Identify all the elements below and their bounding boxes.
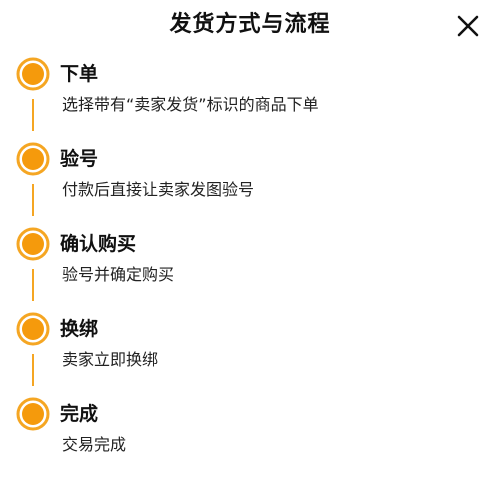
step-dot-icon [16, 312, 50, 346]
step-order: 下单 选择带有“卖家发货”标识的商品下单 [0, 57, 500, 141]
step-complete: 完成 交易完成 [0, 397, 500, 481]
step-connector [32, 354, 34, 386]
step-description: 付款后直接让卖家发图验号 [62, 180, 255, 199]
step-title: 确认购买 [60, 233, 137, 255]
step-connector [32, 269, 34, 301]
step-connector [32, 99, 34, 131]
step-confirm-purchase: 确认购买 验号并确定购买 [0, 227, 500, 311]
step-description: 验号并确定购买 [62, 265, 175, 284]
step-title: 下单 [60, 63, 99, 85]
step-description: 选择带有“卖家发货”标识的商品下单 [62, 95, 319, 114]
step-dot-icon [16, 397, 50, 431]
step-title: 完成 [60, 403, 99, 425]
step-description: 卖家立即换绑 [62, 350, 159, 369]
step-dot-icon [16, 227, 50, 261]
sheet-title: 发货方式与流程 [169, 12, 331, 37]
close-icon[interactable] [455, 13, 481, 39]
step-dot-icon [16, 57, 50, 91]
step-dot-icon [16, 142, 50, 176]
step-rebind: 换绑 卖家立即换绑 [0, 312, 500, 396]
step-title: 换绑 [60, 318, 99, 340]
step-description: 交易完成 [62, 435, 127, 454]
step-verify: 验号 付款后直接让卖家发图验号 [0, 142, 500, 226]
step-connector [32, 184, 34, 216]
step-title: 验号 [60, 148, 99, 170]
